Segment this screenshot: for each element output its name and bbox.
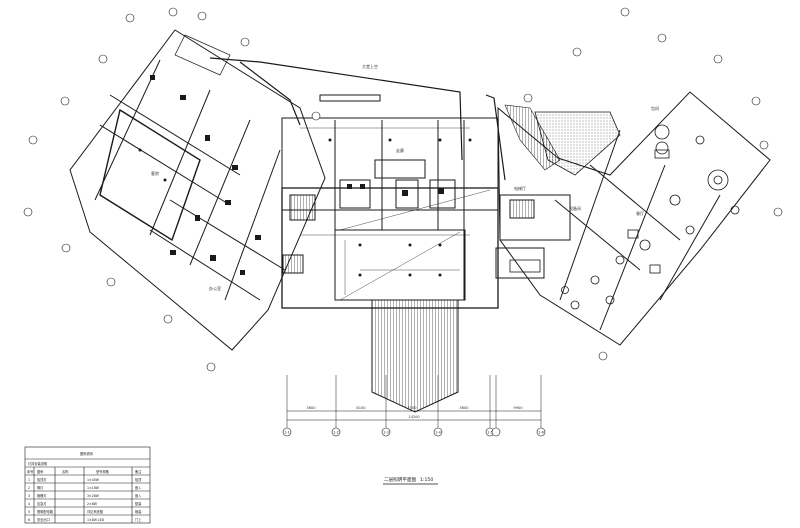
legend-cell: 1 [28, 478, 30, 482]
dimension-text: 3600 [306, 406, 316, 410]
room-label: 大堂上空 [362, 63, 378, 69]
dimension-text: 8100 [356, 406, 366, 410]
legend-cell: 壁装 [135, 501, 142, 506]
legend-cell: 6 [28, 518, 30, 522]
room-labels: 大堂上空 走廊 客房 办公室 电梯厅 包间 餐厅 设备间 [151, 63, 659, 291]
left-wing [69, 29, 326, 351]
legend-cell: 5 [28, 510, 30, 514]
grid-lines-bottom [286, 375, 542, 428]
legend-cell: 2 [28, 486, 30, 490]
legend-subtitle: 灯具安装说明 [28, 461, 47, 466]
drawing-scale-text: 1:150 [420, 477, 433, 483]
room-label: 设备间 [569, 205, 581, 211]
grid-bubble-labels: 1-1 1-2 1-3 1-4 1-5 1-6 [284, 430, 544, 434]
legend-cell: 吸顶 [135, 478, 142, 482]
right-wing-fixtures [509, 124, 740, 310]
legend-cell: 嵌入 [135, 494, 142, 498]
room-label: 走廊 [396, 147, 404, 153]
legend-table [24, 446, 151, 524]
legend-header: 图例 [37, 469, 43, 474]
grid-label: 1-2 [333, 430, 339, 434]
legend-cell: 嵌入 [135, 486, 142, 490]
grid-label: 1-1 [284, 430, 290, 434]
legend-cell: 1×40W [87, 478, 100, 482]
legend-cell: 1×8W LED [87, 518, 105, 522]
dimension-text: 9900 [513, 406, 523, 410]
legend-cell: 1×18W [87, 486, 100, 490]
legend-cell: 2×8W [87, 502, 98, 506]
central-fixtures [319, 94, 472, 277]
room-label: 电梯厅 [514, 185, 526, 191]
room-label: 办公室 [209, 285, 221, 291]
legend-cell: 吸顶灯 [37, 477, 47, 482]
legend-cell: 4 [28, 502, 30, 506]
legend-text: 图例说明 灯具安装说明 序号 图例 名称 型号规格 备注 1 吸顶灯 1×40W… [27, 451, 142, 522]
legend-header: 备注 [135, 469, 142, 474]
legend-cell: 门上 [135, 517, 142, 522]
room-label: 包间 [651, 105, 659, 111]
central-block [281, 117, 499, 309]
legend-title: 图例说明 [80, 451, 93, 456]
legend-cell: 详见系统图 [87, 509, 103, 514]
drawing-title: 二层照明平面图 1:150 [383, 477, 438, 485]
dimension-text: 7500 [407, 406, 417, 410]
drawing-title-text: 二层照明平面图 [384, 477, 417, 483]
grid-label: 1-4 [435, 430, 441, 434]
legend-cell: 应急灯 [37, 501, 47, 506]
grid-bubbles-bottom [282, 427, 546, 437]
bottom-dimensions: 3600 8100 7500 3600 9900 14200 [306, 406, 523, 419]
legend-header: 型号规格 [96, 469, 110, 474]
legend-header: 序号 [27, 469, 33, 474]
dimension-text: 3600 [459, 406, 469, 410]
room-label: 餐厅 [636, 210, 644, 216]
room-label: 客房 [151, 170, 159, 176]
legend-cell: 安全出口 [37, 517, 50, 522]
legend-cell: 照明配电箱 [37, 509, 54, 514]
grid-label: 1-3 [383, 430, 389, 434]
legend-cell: 筒灯 [37, 485, 44, 490]
left-wing-fixtures [138, 75, 261, 275]
dimension-total: 14200 [408, 415, 420, 419]
central-wiring [300, 127, 491, 301]
legend-cell: 格栅灯 [37, 493, 47, 498]
legend-header: 名称 [62, 469, 69, 474]
outer-wedge [209, 57, 506, 181]
legend-cell: 3×28W [87, 494, 100, 498]
grid-bubbles-misc [23, 7, 783, 372]
grid-label: 1-6 [538, 430, 544, 434]
grid-label: 1-5 [487, 430, 493, 434]
right-courtyard-hatch [504, 104, 621, 176]
front-stair [371, 299, 459, 413]
legend-cell: 暗装 [135, 509, 142, 514]
legend-cell: 3 [28, 494, 30, 498]
